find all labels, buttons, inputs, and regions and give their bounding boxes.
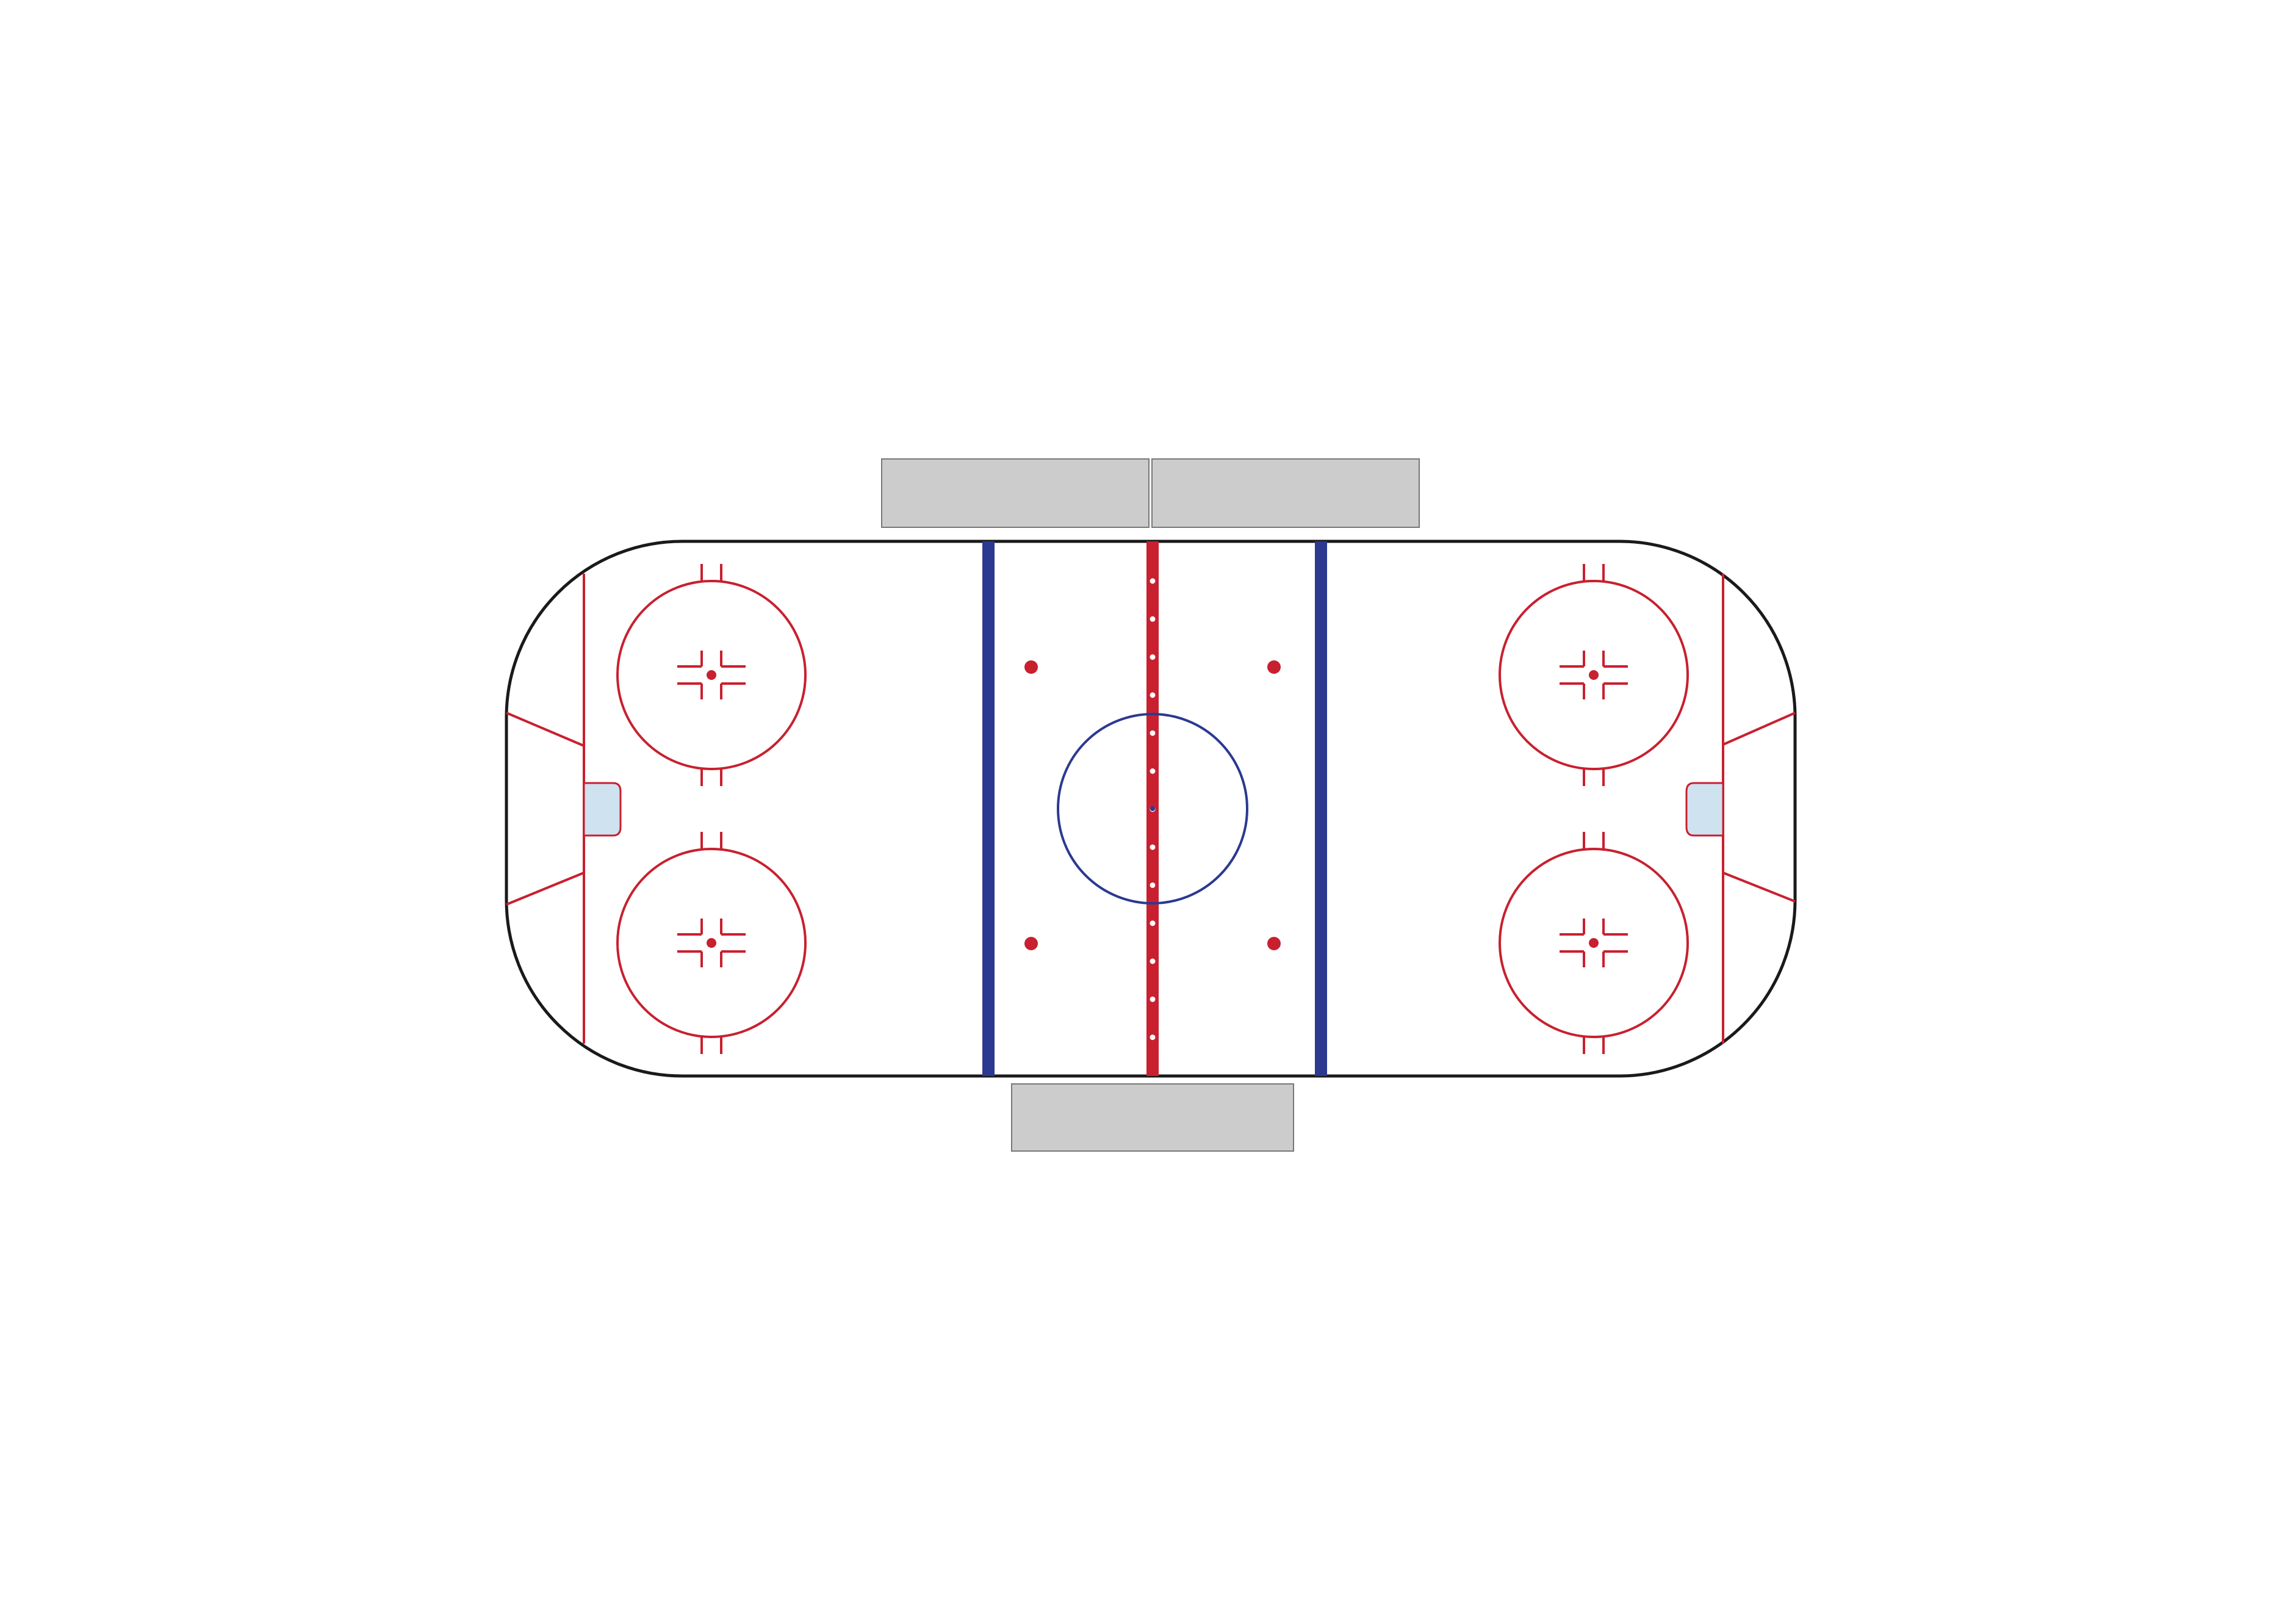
- end-zone-faceoff-circle: [1499, 832, 1689, 1054]
- end-zone-faceoff-circles: [616, 564, 1689, 1054]
- end-zone-faceoff-spot: [707, 670, 716, 680]
- end-zone-faceoff-circle: [616, 832, 807, 1054]
- penalty-box: [1011, 1083, 1294, 1152]
- end-zone-faceoff-spot: [1589, 938, 1599, 948]
- center-faceoff-circle: [1057, 713, 1248, 904]
- goal-crease-right: [1685, 782, 1724, 837]
- center-line-dot: [1150, 996, 1156, 1002]
- neutral-zone-faceoff-spot: [1267, 660, 1281, 674]
- end-zone-faceoff-spot: [707, 938, 716, 948]
- team-bench-right: [1151, 458, 1420, 528]
- center-line-dot: [1150, 882, 1156, 888]
- trapezoid-left: [506, 712, 585, 906]
- end-zone-faceoff-circle: [1499, 564, 1689, 786]
- center-line-dot: [1150, 844, 1156, 850]
- blue-line-left: [982, 541, 995, 1076]
- center-line-markings: [1150, 578, 1156, 1041]
- center-line-dot: [1150, 578, 1156, 584]
- center-line-dot: [1150, 730, 1156, 736]
- center-line-dot: [1150, 920, 1156, 926]
- center-line-dot: [1150, 958, 1156, 964]
- center-line-dot: [1150, 768, 1156, 774]
- trapezoid-right: [1722, 712, 1796, 903]
- center-line-dot: [1150, 1034, 1156, 1041]
- center-line-dot: [1150, 692, 1156, 698]
- neutral-zone-faceoff-spot: [1024, 937, 1038, 950]
- goal-crease-left: [583, 782, 622, 837]
- end-zone-faceoff-spot: [1589, 670, 1599, 680]
- team-bench-left: [881, 458, 1150, 528]
- center-line-dot: [1150, 654, 1156, 660]
- neutral-zone-faceoff-spot: [1024, 660, 1038, 674]
- neutral-zone-faceoff-spot: [1267, 937, 1281, 950]
- end-zone-faceoff-circle: [616, 564, 807, 786]
- center-line-dot: [1150, 616, 1156, 622]
- center-faceoff-spot: [1150, 806, 1155, 811]
- blue-line-right: [1315, 541, 1327, 1076]
